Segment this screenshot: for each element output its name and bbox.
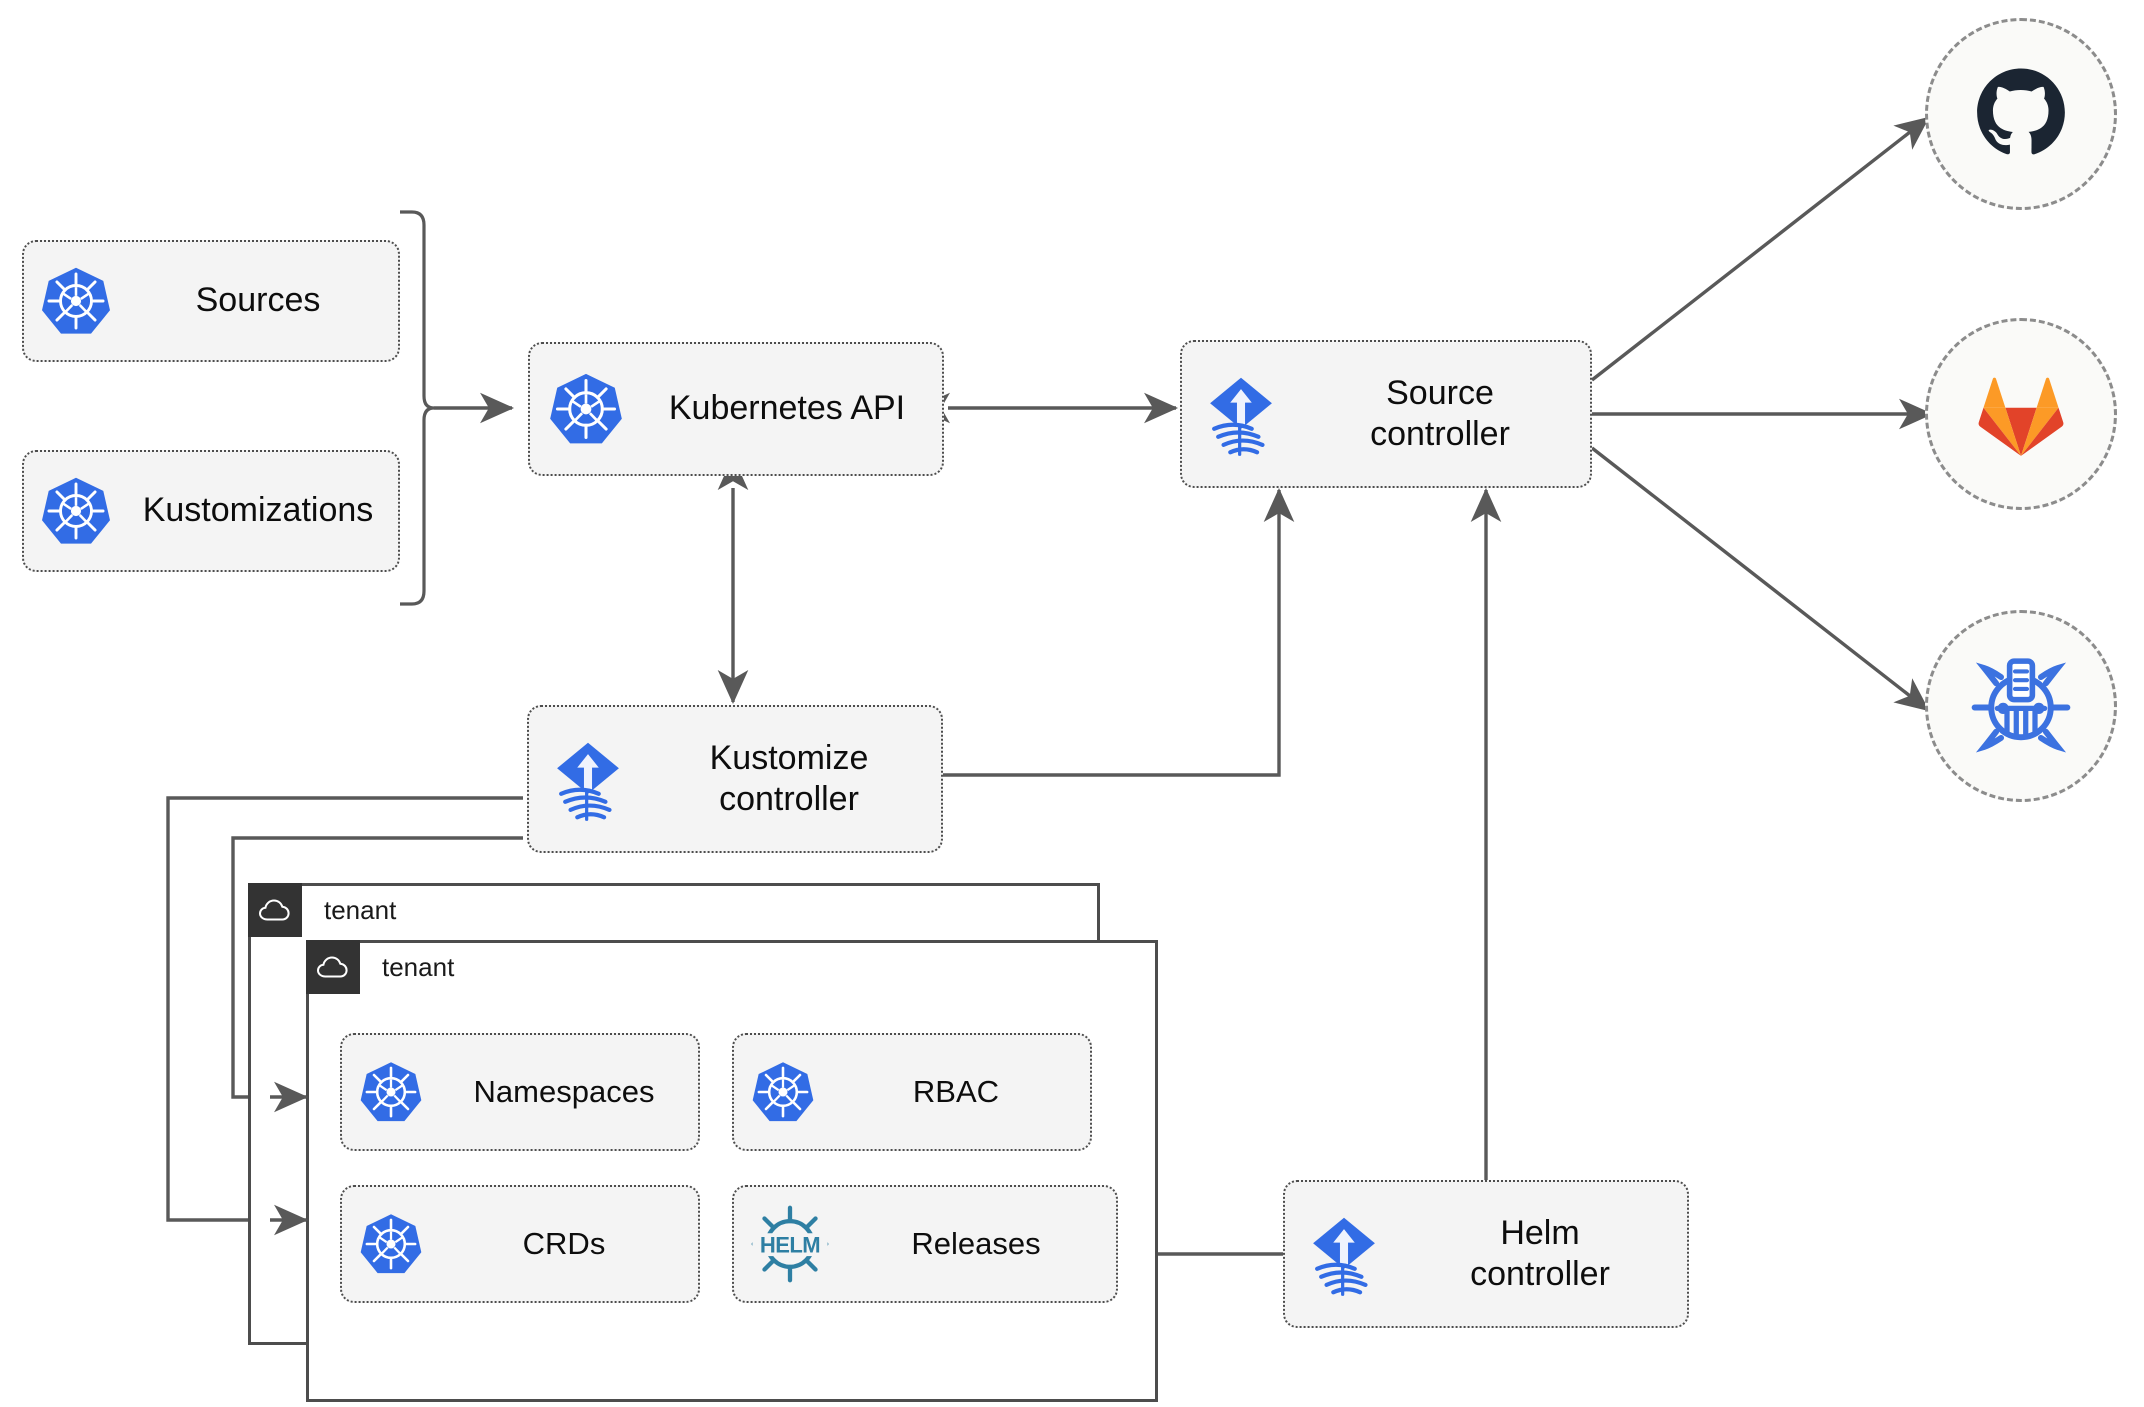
kubernetes-icon: [342, 1185, 440, 1303]
node-rbac[interactable]: RBAC: [732, 1033, 1092, 1151]
gitlab-icon: [1969, 360, 2073, 469]
node-kustomizations[interactable]: Kustomizations: [22, 450, 400, 572]
github-icon: [1967, 58, 2075, 171]
cloud-icon: [248, 883, 302, 937]
node-label: RBAC: [912, 1074, 1000, 1110]
kubernetes-icon: [24, 450, 128, 572]
flux-icon: [529, 705, 647, 853]
node-kustomize-controller[interactable]: Kustomize controller: [527, 705, 943, 853]
provider-bucket[interactable]: [1925, 610, 2117, 802]
node-label: Kubernetes API: [668, 389, 906, 428]
tenant-label: tenant: [324, 894, 397, 925]
helm-repository-icon: [1965, 648, 2077, 765]
node-label: Kustomizations: [142, 491, 374, 530]
node-crds[interactable]: CRDs: [340, 1185, 700, 1303]
node-label: Releases: [911, 1226, 1041, 1262]
tenant-header-outer: tenant: [248, 883, 396, 937]
node-kubernetes-api[interactable]: Kubernetes API: [528, 342, 944, 476]
flux-icon: [1285, 1180, 1403, 1328]
node-helm-controller[interactable]: Helm controller: [1283, 1180, 1689, 1328]
tenant-container-inner[interactable]: [306, 940, 1158, 1402]
svg-text:HELM: HELM: [760, 1233, 820, 1258]
node-label: Sources: [195, 281, 321, 320]
cloud-icon: [306, 940, 360, 994]
flux-icon: [1182, 340, 1300, 488]
provider-github[interactable]: [1925, 18, 2117, 210]
node-label: Namespaces: [473, 1074, 655, 1110]
node-releases[interactable]: HELM Releases: [732, 1185, 1118, 1303]
kubernetes-icon: [530, 342, 642, 476]
tenant-label: tenant: [382, 951, 455, 982]
node-namespaces[interactable]: Namespaces: [340, 1033, 700, 1151]
kubernetes-icon: [342, 1033, 440, 1151]
helm-icon: HELM: [734, 1185, 846, 1303]
node-sources[interactable]: Sources: [22, 240, 400, 362]
kubernetes-icon: [24, 240, 128, 362]
node-label: Source controller: [1370, 373, 1510, 453]
node-label: Helm controller: [1470, 1213, 1610, 1293]
provider-gitlab[interactable]: [1925, 318, 2117, 510]
node-label: CRDs: [522, 1226, 606, 1262]
tenant-header-inner: tenant: [306, 940, 454, 994]
kubernetes-icon: [734, 1033, 832, 1151]
node-source-controller[interactable]: Source controller: [1180, 340, 1592, 488]
node-label: Kustomize controller: [709, 738, 869, 818]
